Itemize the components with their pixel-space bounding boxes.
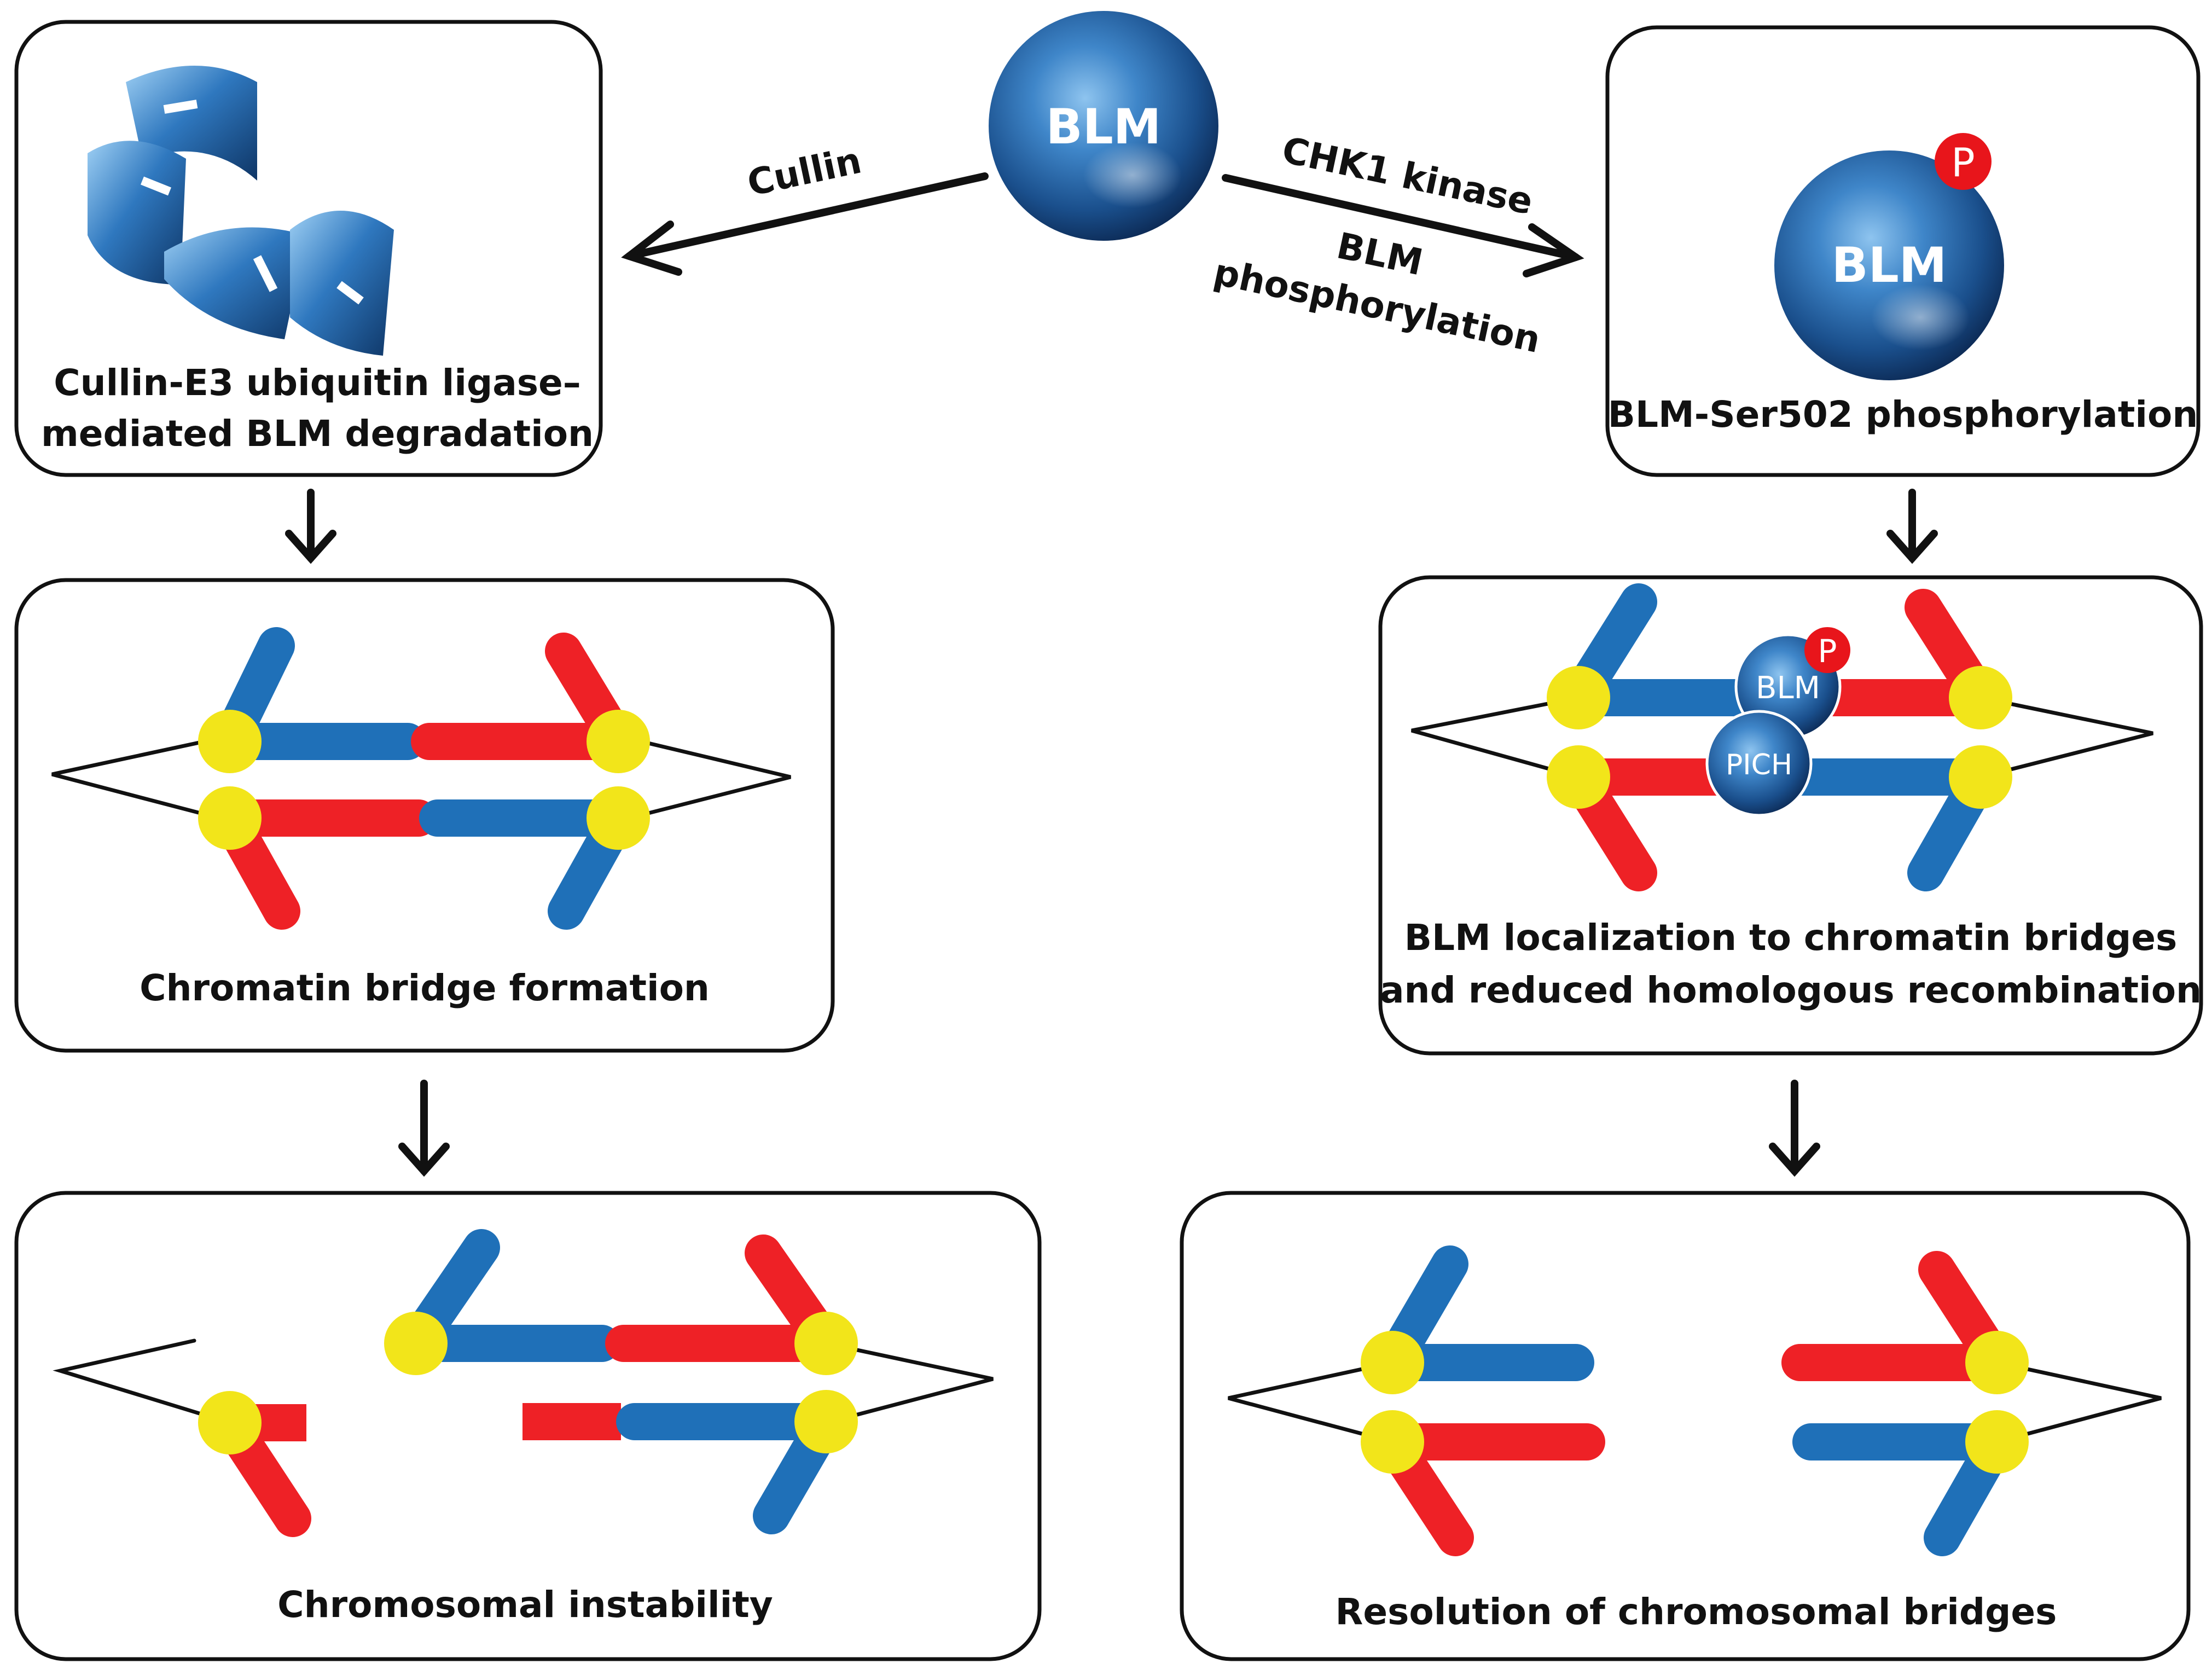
small-p-label: P bbox=[1818, 633, 1837, 670]
blm-fragment-left bbox=[88, 141, 186, 285]
cullin-arrow bbox=[621, 172, 989, 276]
blm-fragment-middle bbox=[164, 227, 306, 339]
down-arrow-left-2 bbox=[398, 1080, 450, 1177]
pich-sphere: PICH bbox=[1705, 710, 1813, 817]
small-p-badge: P bbox=[1804, 627, 1850, 673]
junction-dot bbox=[198, 786, 262, 850]
bridge-formation-figure bbox=[51, 627, 791, 930]
down-arrow-left-1 bbox=[285, 489, 336, 564]
instability-caption: Chromosomal instability bbox=[277, 1584, 773, 1626]
junction-dot bbox=[587, 786, 650, 850]
blm-label-arrow: BLM bbox=[1333, 224, 1427, 283]
small-blm-label: BLM bbox=[1756, 670, 1820, 706]
localization-caption-line1: BLM localization to chromatin bridges bbox=[1404, 917, 2178, 959]
resolution-caption: Resolution of chromosomal bridges bbox=[1336, 1591, 2057, 1633]
phospho-p-badge: P bbox=[1935, 133, 1992, 190]
phospho-blm-label: BLM bbox=[1832, 237, 1947, 293]
bridge-outline bbox=[51, 734, 232, 823]
center-blm-label: BLM bbox=[1046, 98, 1162, 155]
bridge-formation-caption: Chromatin bridge formation bbox=[140, 967, 710, 1009]
down-arrow-right-2 bbox=[1769, 1080, 1820, 1177]
center-blm-sphere: BLM bbox=[989, 11, 1218, 241]
instability-figure bbox=[53, 1229, 994, 1537]
degradation-caption-line2: mediated BLM degradation bbox=[41, 413, 594, 455]
down-arrow-right-1 bbox=[1886, 489, 1938, 564]
resolution-figure bbox=[1228, 1245, 2162, 1556]
chk1-arrow bbox=[1222, 174, 1584, 277]
phosphorylation-caption: BLM-Ser502 phosphorylation bbox=[1608, 393, 2198, 436]
degraded-blm-fragments bbox=[88, 66, 394, 356]
cullin-label: Cullin bbox=[744, 140, 865, 205]
phospho-p-label: P bbox=[1951, 140, 1975, 186]
phospho-blm-sphere: BLM bbox=[1774, 150, 2004, 380]
localization-caption-line2: and reduced homologous recombination bbox=[1380, 969, 2202, 1011]
junction-dot bbox=[587, 710, 650, 773]
chk1-kinase-label: CHK1 kinase bbox=[1279, 129, 1537, 223]
degradation-caption-line1: Cullin-E3 ubiquitin ligase– bbox=[54, 362, 581, 404]
junction-dot bbox=[198, 710, 262, 773]
pich-label: PICH bbox=[1726, 749, 1792, 781]
